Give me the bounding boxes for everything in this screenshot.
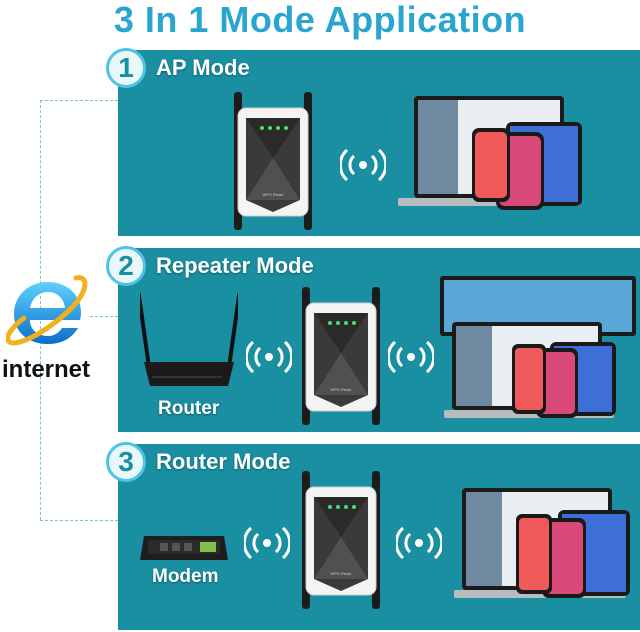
wifi-signal-icon	[388, 340, 434, 374]
mode-label: Repeater Mode	[156, 253, 314, 278]
mode-number-badge: 3	[106, 442, 146, 482]
mode-number-badge: 2	[106, 246, 146, 286]
mode-label: AP Mode	[156, 55, 250, 80]
mode-label: Router Mode	[156, 449, 291, 474]
modem-device	[140, 536, 228, 560]
router-device	[140, 292, 238, 386]
wifi-extender-device: WPS Reset	[302, 287, 380, 425]
client-devices	[440, 276, 636, 418]
internet-label: internet	[2, 356, 91, 383]
page-title: 3 In 1 Mode Application	[113, 0, 527, 40]
wifi-extender-device: WPS Reset	[234, 92, 312, 230]
mode-heading-3: 3 Router Mode	[106, 442, 290, 482]
svg-text:WPS Reset: WPS Reset	[331, 571, 353, 576]
wifi-signal-icon	[340, 148, 386, 182]
wifi-signal-icon	[246, 340, 292, 374]
mode-number-badge: 1	[106, 48, 146, 88]
modem-caption: Modem	[152, 566, 219, 587]
mode-heading-1: 1 AP Mode	[106, 48, 250, 88]
wifi-extender-device: WPS Reset	[302, 471, 380, 609]
svg-text:WPS Reset: WPS Reset	[331, 387, 353, 392]
wifi-signal-icon	[244, 526, 290, 560]
mode-heading-2: 2 Repeater Mode	[106, 246, 314, 286]
connector-line	[40, 100, 118, 101]
client-devices	[398, 96, 582, 210]
internet-explorer-icon	[6, 275, 88, 346]
wifi-signal-icon	[396, 526, 442, 560]
connector-line	[90, 316, 118, 317]
svg-text:WPS Reset: WPS Reset	[263, 192, 285, 197]
router-caption: Router	[158, 398, 220, 419]
connector-line	[40, 520, 118, 521]
client-devices	[454, 488, 630, 598]
